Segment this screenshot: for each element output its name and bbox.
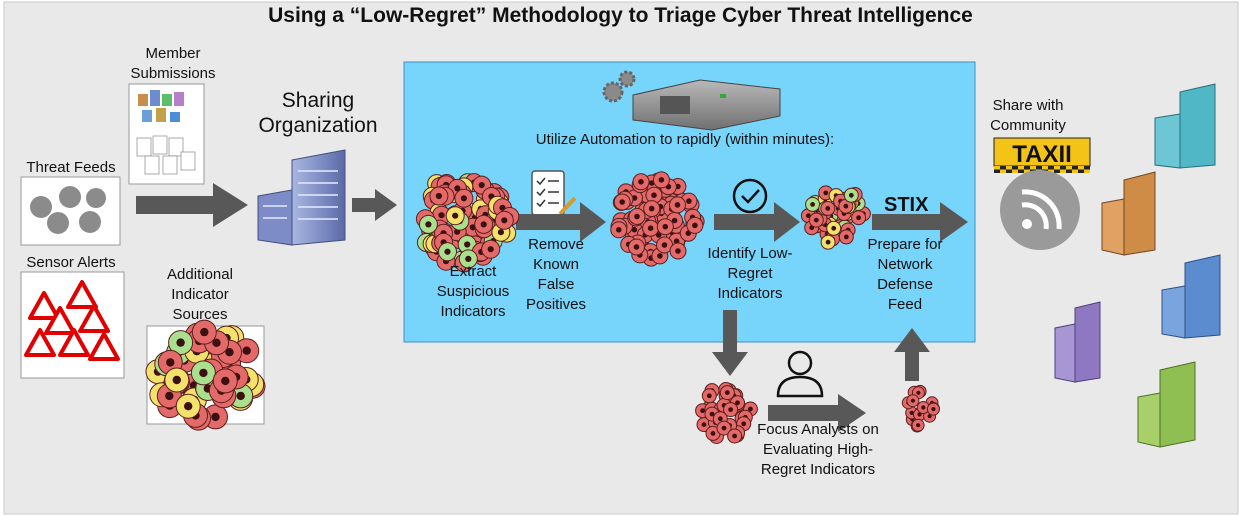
community-building-purple [1054,301,1101,383]
share-feed-icon [1000,170,1080,250]
arrow-sources-to-org [136,183,248,227]
low-regret-indicators-cluster [800,185,871,250]
additional-sources-label: Additional Indicator Sources [167,266,233,323]
community-building-green [1137,361,1196,448]
sharing-organization-building [257,149,346,246]
member-submissions-label: Member Submissions [130,45,216,82]
high-regret-indicators-cluster [695,382,758,444]
server-gears-icon [602,70,781,131]
arrow-remove-to-identify [714,202,800,242]
svg-text:STIX: STIX [884,194,929,216]
diagram-title: Using a “Low-Regret” Methodology to Tria… [268,4,973,27]
community-building-orange [1101,171,1156,256]
sensor-alerts-card [20,271,125,379]
arrow-analyst [768,394,866,432]
arrow-org-to-panel [352,189,397,221]
svg-text:TAXII: TAXII [1012,141,1072,168]
arrow-identify-to-prepare [872,202,968,242]
threat-feeds-label: Threat Feeds [26,159,116,176]
filtered-indicators-cluster [610,171,705,267]
step-extract-label: Extract Suspicious Indicators [436,263,510,320]
community-building-blue [1161,254,1221,339]
step-prepare-label: Prepare for Network Defense Feed [867,236,943,313]
flow-arrows [136,183,968,432]
arrow-extract-to-remove [516,202,606,242]
rss-feed-icon [30,186,106,234]
arrow-down-to-high-regret [712,310,748,376]
stix-logo: STIX [884,194,929,216]
sensor-alerts-label: Sensor Alerts [26,254,116,271]
member-submissions-card [128,83,205,185]
step-identify-label: Identify Low-Regret Indicators [707,245,793,302]
community-building-teal [1154,83,1216,169]
threat-feeds-card [20,176,121,246]
check-circle-icon [732,178,768,214]
share-community-label: Share with Community [990,97,1066,134]
warning-triangle-icon [24,280,120,361]
analyst-label: Focus Analysts on Evaluating High-Regret… [757,421,879,478]
evaluated-indicators-cluster [901,384,940,433]
extracted-indicators-cluster [415,173,520,273]
checklist-icon [531,170,577,216]
taxii-logo: TAXII [993,137,1091,173]
step-remove-label: Remove Known False Positives [525,236,587,313]
automation-header: Utilize Automation to rapidly (within mi… [535,131,835,148]
person-icon [776,350,824,398]
indicator-clusters [145,171,940,444]
additional-indicators-cluster [145,319,266,431]
arrow-up-to-feed [894,328,930,381]
sharing-organization-label: Sharing Organization [258,89,378,137]
